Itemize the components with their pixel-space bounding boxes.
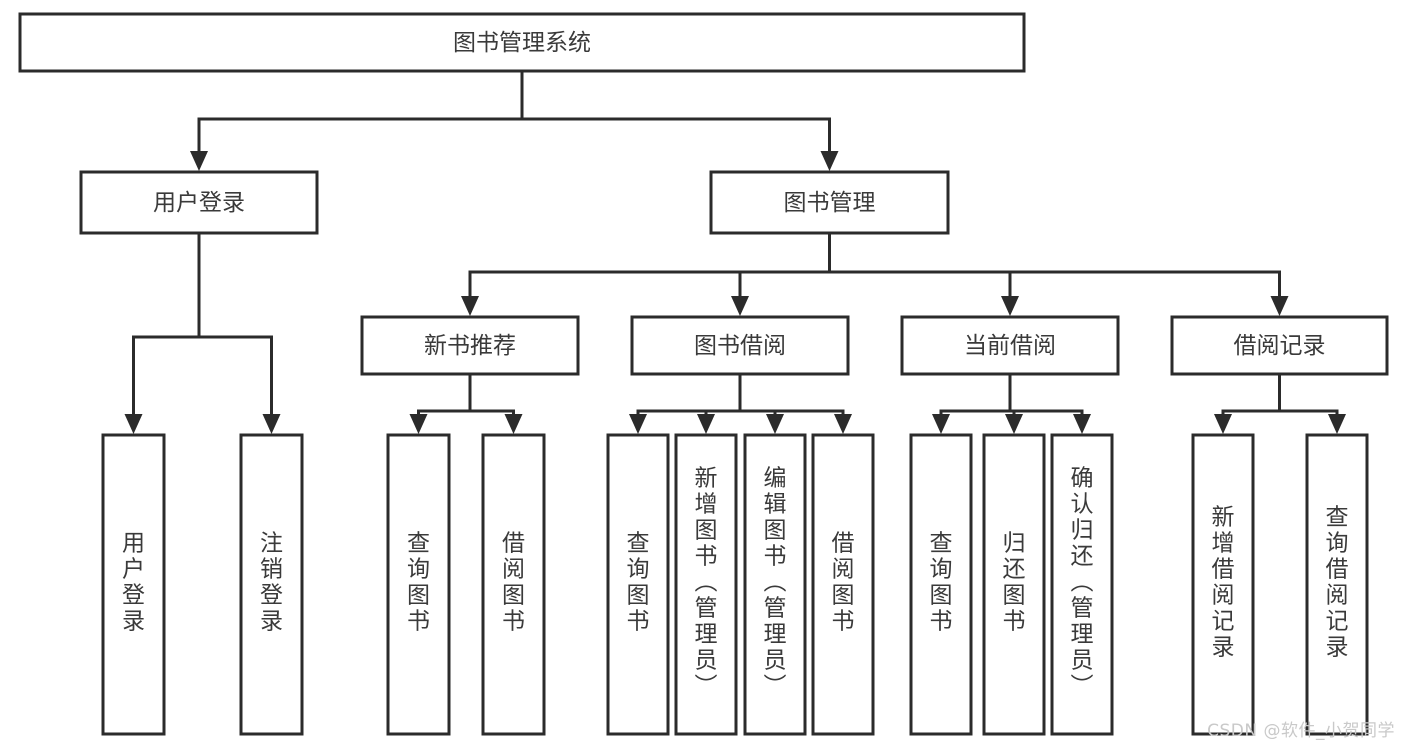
arrowhead (1073, 414, 1091, 434)
node-box-leaf-logout (239, 433, 304, 736)
node-label-leaf-borrow-book-rec: 借阅图书 (502, 531, 525, 635)
arrowhead (190, 151, 208, 171)
node-box-leaf-query-book-rec (386, 433, 451, 736)
arrowhead (461, 296, 479, 316)
node-label-new-book-rec: 新书推荐 (424, 333, 516, 359)
node-label-leaf-add-book-admin: 新增图书︵管理员︶ (695, 466, 718, 700)
node-leaf-query-book-rec[interactable]: 查询图书 (386, 433, 451, 736)
node-box-leaf-add-book-admin (674, 433, 738, 736)
arrowhead (262, 414, 281, 434)
node-leaf-borrow-book-rec[interactable]: 借阅图书 (481, 433, 546, 736)
node-box-book-borrow (630, 315, 850, 376)
node-leaf-add-book-admin[interactable]: 新增图书︵管理员︶ (674, 433, 738, 736)
arrowhead (834, 414, 852, 434)
node-label-leaf-user-login: 用户登录 (122, 531, 145, 635)
node-label-user-login: 用户登录 (153, 190, 245, 216)
node-label-leaf-query-borrow-record: 查询借阅记录 (1326, 505, 1349, 661)
node-leaf-query-borrow-record[interactable]: 查询借阅记录 (1305, 433, 1369, 736)
node-leaf-query-book-c[interactable]: 查询图书 (909, 433, 973, 736)
node-leaf-edit-book-admin[interactable]: 编辑图书︵管理员︶ (743, 433, 807, 736)
node-box-leaf-query-borrow-record (1305, 433, 1369, 736)
node-box-root (18, 12, 1026, 73)
node-leaf-user-login[interactable]: 用户登录 (101, 433, 166, 736)
node-user-login[interactable]: 用户登录 (79, 170, 319, 235)
node-box-leaf-confirm-return-admin (1050, 433, 1114, 736)
node-box-leaf-query-book-b (606, 433, 670, 736)
node-box-user-login (79, 170, 319, 235)
node-leaf-logout[interactable]: 注销登录 (239, 433, 304, 736)
arrowhead (731, 296, 749, 316)
arrowhead (124, 414, 143, 434)
node-label-leaf-query-book-b: 查询图书 (627, 531, 650, 635)
node-leaf-confirm-return-admin[interactable]: 确认归还︵管理员︶ (1050, 433, 1114, 736)
node-box-leaf-add-borrow-record (1191, 433, 1255, 736)
arrowhead (1001, 296, 1019, 316)
node-label-book-borrow: 图书借阅 (694, 333, 786, 359)
node-label-leaf-query-book-c: 查询图书 (930, 531, 953, 635)
arrowhead (409, 414, 428, 434)
arrowhead (1328, 414, 1346, 434)
node-current-borrow[interactable]: 当前借阅 (900, 315, 1120, 376)
arrowhead (1005, 414, 1023, 434)
connector-layer (124, 69, 1346, 434)
node-leaf-query-book-b[interactable]: 查询图书 (606, 433, 670, 736)
node-layer: 图书管理系统用户登录图书管理新书推荐图书借阅当前借阅借阅记录用户登录注销登录查询… (18, 12, 1389, 736)
node-label-borrow-record: 借阅记录 (1234, 333, 1326, 359)
arrowhead (504, 414, 523, 434)
node-box-leaf-return-book (982, 433, 1046, 736)
node-root[interactable]: 图书管理系统 (18, 12, 1026, 73)
arrowhead (820, 151, 839, 171)
arrowhead (629, 414, 647, 434)
node-label-leaf-confirm-return-admin: 确认归还︵管理员︶ (1071, 466, 1094, 700)
node-book-manage[interactable]: 图书管理 (709, 170, 950, 235)
arrowhead (697, 414, 715, 434)
arrowhead (1214, 414, 1232, 434)
node-label-leaf-edit-book-admin: 编辑图书︵管理员︶ (764, 466, 787, 700)
node-box-leaf-borrow-book-rec (481, 433, 546, 736)
node-label-leaf-borrow-book-b: 借阅图书 (832, 531, 855, 635)
node-box-leaf-borrow-book-b (811, 433, 875, 736)
arrowhead (932, 414, 950, 434)
node-leaf-add-borrow-record[interactable]: 新增借阅记录 (1191, 433, 1255, 736)
node-label-leaf-query-book-rec: 查询图书 (407, 531, 430, 635)
node-box-book-manage (709, 170, 950, 235)
node-leaf-return-book[interactable]: 归还图书 (982, 433, 1046, 736)
node-box-leaf-query-book-c (909, 433, 973, 736)
node-book-borrow[interactable]: 图书借阅 (630, 315, 850, 376)
node-new-book-rec[interactable]: 新书推荐 (360, 315, 580, 376)
node-box-new-book-rec (360, 315, 580, 376)
node-label-leaf-logout: 注销登录 (260, 531, 283, 635)
node-leaf-borrow-book-b[interactable]: 借阅图书 (811, 433, 875, 736)
node-borrow-record[interactable]: 借阅记录 (1170, 315, 1389, 376)
node-box-borrow-record (1170, 315, 1389, 376)
node-label-book-manage: 图书管理 (784, 190, 876, 216)
node-label-current-borrow: 当前借阅 (964, 333, 1056, 359)
arrowhead (766, 414, 784, 434)
node-box-leaf-user-login (101, 433, 166, 736)
node-box-current-borrow (900, 315, 1120, 376)
node-box-leaf-edit-book-admin (743, 433, 807, 736)
node-label-leaf-add-borrow-record: 新增借阅记录 (1212, 505, 1235, 661)
node-label-leaf-return-book: 归还图书 (1003, 531, 1026, 635)
node-label-root: 图书管理系统 (453, 30, 591, 56)
arrowhead (1270, 296, 1289, 316)
